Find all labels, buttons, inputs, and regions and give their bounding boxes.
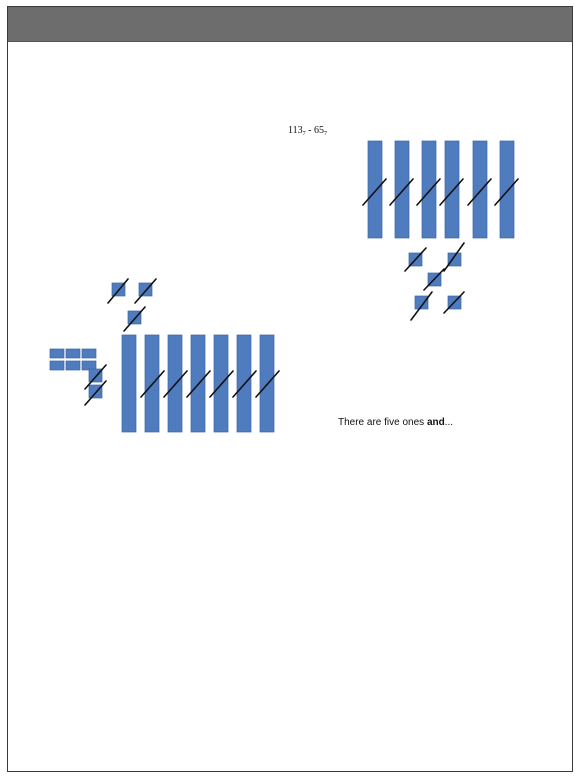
base-blocks-diagram: [8, 7, 573, 772]
flat-cell: [50, 361, 64, 370]
flat-cell: [82, 361, 96, 370]
unit-slash: [135, 279, 156, 303]
flat-cell: [66, 361, 80, 370]
right-units: [405, 243, 464, 320]
caption-tail: ...: [445, 417, 453, 428]
unit-slash: [124, 307, 145, 331]
left-flat-grid: [50, 349, 96, 370]
flat-cell: [50, 349, 64, 358]
unit-slash: [405, 248, 426, 271]
caption-bold: and: [427, 417, 445, 428]
right-rod-2: [395, 141, 409, 238]
left-rod-slashes: [141, 371, 279, 397]
right-rod-5: [473, 141, 487, 238]
right-rod-slashes: [363, 179, 518, 205]
flat-cell: [82, 349, 96, 358]
flat-cell: [66, 349, 80, 358]
right-rod-4: [445, 141, 459, 238]
right-rod-6: [500, 141, 514, 238]
caption-text: There are five ones and...: [338, 417, 453, 428]
right-rod-1: [368, 141, 382, 238]
caption-lead: There are five ones: [338, 417, 424, 428]
left-rod-1: [122, 335, 136, 432]
right-rods: [368, 141, 514, 238]
page-frame: 1137 - 657: [7, 6, 573, 772]
right-rod-3: [422, 141, 436, 238]
